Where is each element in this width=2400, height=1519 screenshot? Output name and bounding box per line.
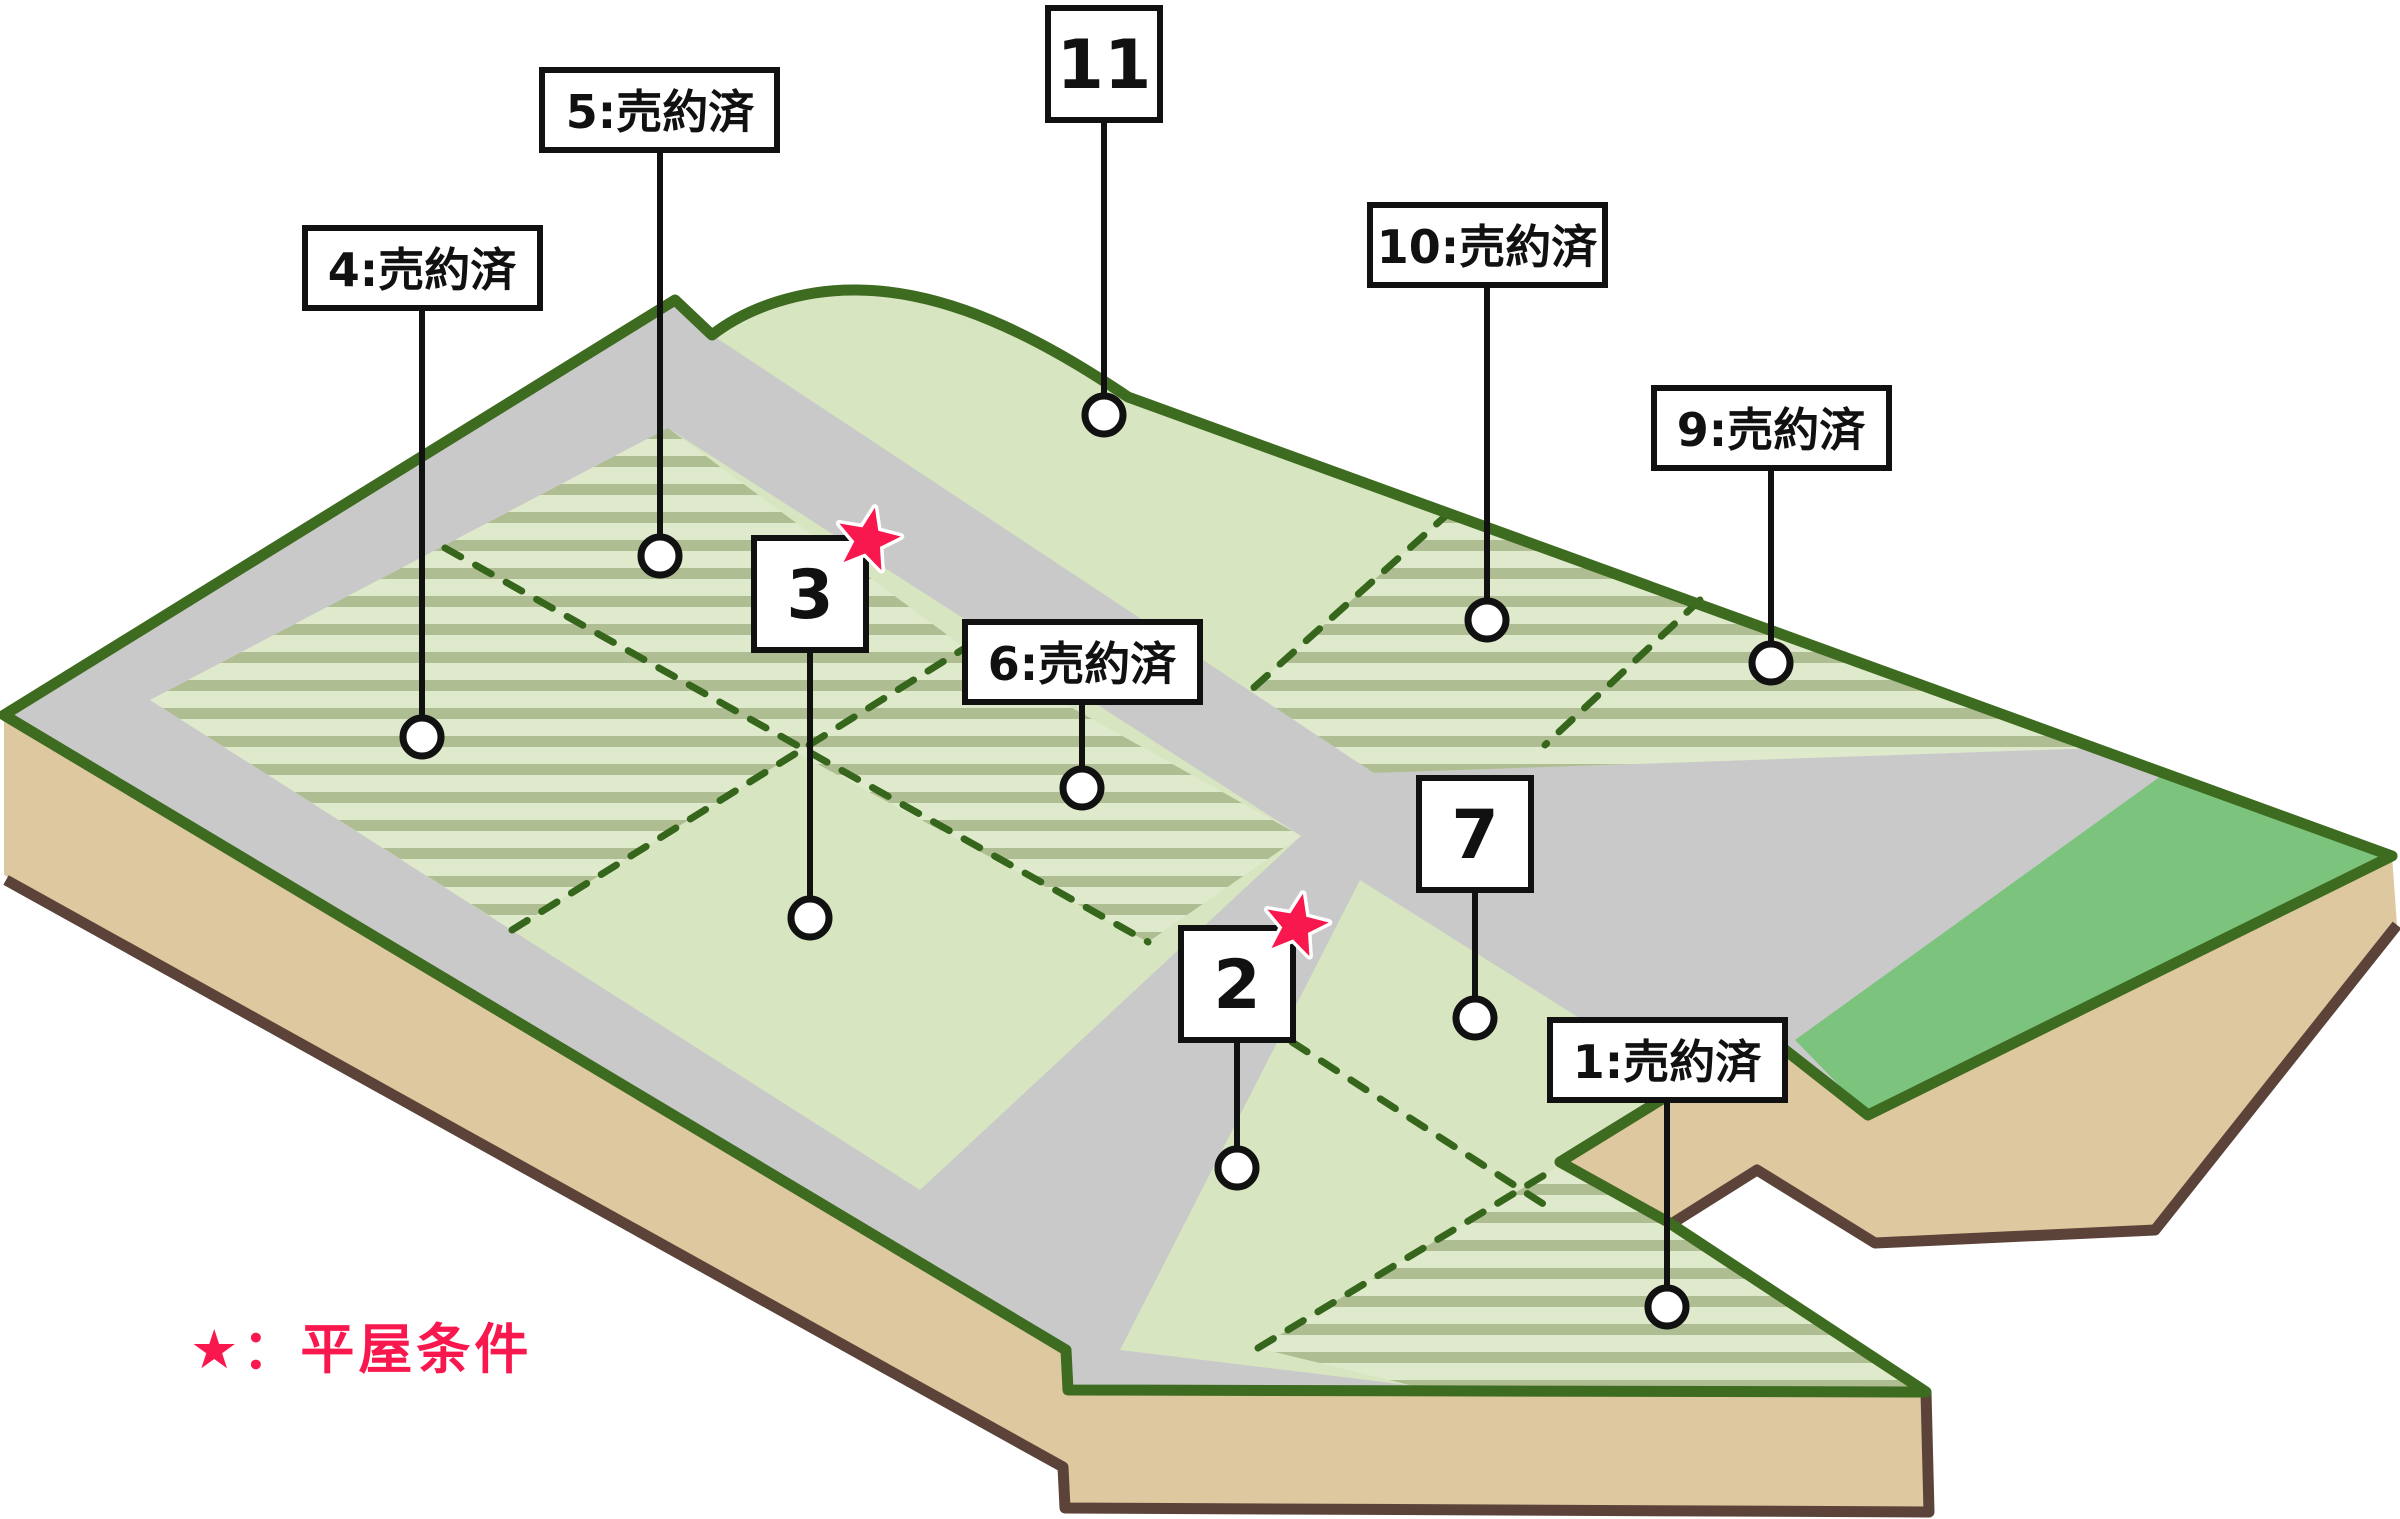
lot-6-point (1059, 765, 1105, 811)
boundary-lot10-lot9 (1541, 596, 1704, 749)
lot-4-label-text: 4:売約済 (328, 243, 517, 297)
lot-2-label: 2 (1178, 894, 1329, 1043)
lot-11-point (1081, 392, 1127, 438)
lot-4-point (399, 714, 445, 760)
lot-11-label: 11 (1045, 5, 1163, 123)
lot-3-label: 3 (751, 508, 901, 653)
lot-7-label-text: 7 (1451, 796, 1498, 875)
lot-9-label-text: 9:売約済 (1677, 403, 1866, 457)
lot-2-label-text: 2 (1213, 946, 1260, 1025)
single-story-condition-legend: ★：平屋条件 (190, 1318, 532, 1381)
lot-10-point (1464, 597, 1510, 643)
lot-3-point (787, 895, 833, 941)
lot-9-10-hatched-area (1250, 512, 2096, 773)
left-cliff-bottom-edge (3, 875, 1935, 1518)
ramp-cliff-face (1560, 1035, 1868, 1222)
right-cliff-face (1757, 856, 2397, 1243)
land-outline (0, 284, 2398, 1398)
lot-2-point (1214, 1145, 1260, 1191)
lot-9-label: 9:売約済 (1651, 385, 1892, 471)
lot-5-label-text: 5:売約済 (566, 85, 755, 139)
lot-7-point (1452, 995, 1498, 1041)
boundary-lot2-lot1 (1254, 1164, 1560, 1352)
boundary-lot5-lot3-lot6 (508, 644, 969, 934)
lot-3-label-text: 3 (786, 556, 833, 635)
lot-1-point (1644, 1284, 1690, 1330)
lot-6-label: 6:売約済 (962, 619, 1203, 705)
lot-9-point (1748, 640, 1794, 686)
leader-lines (399, 120, 1794, 1330)
lot-5-label: 5:売約済 (539, 67, 780, 153)
left-cliff-face (4, 715, 1929, 1512)
terrain-cliffs (3, 715, 2400, 1518)
lot-7-label: 7 (1416, 775, 1534, 893)
lot-1-label: 1:売約済 (1547, 1017, 1788, 1103)
lot-4-label: 4:売約済 (302, 225, 543, 311)
boundary-lot2-lot7 (1288, 1038, 1549, 1209)
boundary-lot4-lot5 (441, 544, 1152, 946)
green-slope-area (1795, 773, 2392, 1115)
lot-10-label-text: 10:売約済 (1377, 220, 1598, 274)
right-cliff-bottom-edge (1665, 921, 2400, 1249)
lot-6-label-text: 6:売約済 (988, 637, 1177, 691)
boundary-lot11-lot10 (1246, 508, 1454, 695)
lot-labels: 4:売約済 5:売約済 11 10:売約済 9:売約済 6:売約済 3 (302, 5, 1892, 1103)
lot-1-hatched-area (1258, 1168, 1926, 1392)
lot-5-point (637, 533, 683, 579)
lot-10-label: 10:売約済 (1367, 202, 1608, 288)
lot-6-hatched-area (795, 648, 1301, 942)
lot-1-label-text: 1:売約済 (1573, 1035, 1762, 1089)
lot-boundary-dashes (441, 508, 1704, 1352)
lot-11-label-text: 11 (1057, 26, 1152, 105)
